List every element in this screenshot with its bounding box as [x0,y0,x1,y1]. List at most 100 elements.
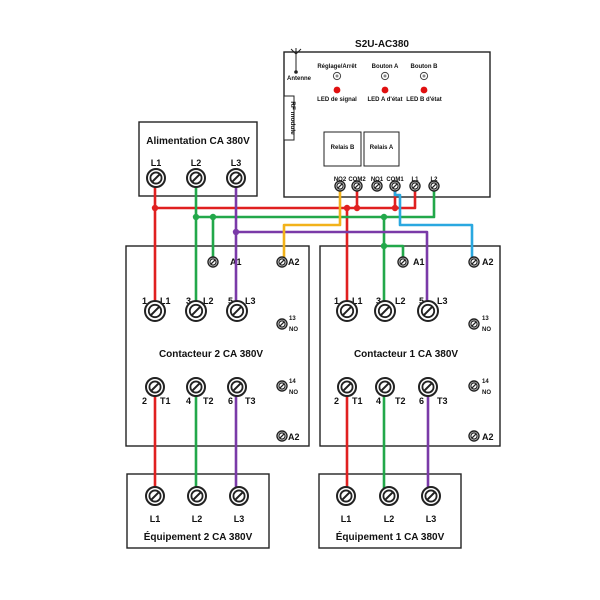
c1-out2-num: 2 [334,396,339,406]
junctions [151,204,399,250]
indicator-a: Bouton A LED A d'état [368,64,403,103]
c2-input-l2-icon[interactable] [185,300,207,322]
c1-in5-label: L3 [437,296,448,306]
module-terminal-l1-icon[interactable] [409,180,421,192]
c2-input-l1-icon[interactable] [144,300,166,322]
c1-in5-num: 5 [419,296,424,306]
c1-input-l3-icon[interactable] [417,300,439,322]
module-title: S2U-AC380 [355,39,409,50]
module-terminal-com2-icon[interactable] [351,180,363,192]
relay-a-box [363,131,400,167]
button-b-label: Bouton B [411,64,439,70]
c1-input-l1-icon[interactable] [336,300,358,322]
eq2-label-l2: L2 [192,514,203,524]
indicator-b: Bouton B LED B d'état [406,64,441,103]
c1-in1-num: 1 [334,296,339,306]
c2-in3-label: L2 [203,296,214,306]
antenna-label: Antenne [287,76,312,82]
eq2-terminal-l2-icon[interactable] [187,486,207,506]
c1-output-t1-icon[interactable] [337,377,357,397]
eq2-terminal-l3-icon[interactable] [229,486,249,506]
contactor-1-title: Contacteur 1 CA 380V [354,349,458,360]
c1-out2-label: T1 [352,396,363,406]
module-terminal-no2-icon[interactable] [334,180,346,192]
c2-aux13-num: 13 [289,316,296,322]
c2-output-t2-icon[interactable] [186,377,206,397]
wire-no1-to-a2-contactor1 [393,184,474,262]
terminal-label-l1: L1 [411,177,419,183]
wire-l2-supply-to-module [194,176,436,219]
eq1-terminal-l2-icon[interactable] [379,486,399,506]
relay-a-label: Relais A [370,145,394,151]
c1-aux13-num: 13 [482,316,489,322]
c2-in5-label: L3 [245,296,256,306]
c2-out2-num: 2 [142,396,147,406]
c1-aux14-label: NO [482,390,491,396]
eq1-label-l3: L3 [426,514,437,524]
supply-label-l2: L2 [191,158,202,168]
indicator-setting: Réglage/Arrêt LED de signal [317,64,357,103]
c2-output-t3-icon[interactable] [227,377,247,397]
module-terminal-l2-icon[interactable] [428,180,440,192]
c2-in3-num: 3 [186,296,191,306]
eq2-label-l1: L1 [150,514,161,524]
wire-no2-to-a2-contactor2 [282,184,342,262]
setting-button-icon[interactable] [332,71,342,81]
c2-out6-label: T3 [245,396,256,406]
terminal-label-l2: L2 [430,177,438,183]
c1-out4-label: T2 [395,396,406,406]
c1-a2-label: A2 [482,257,494,267]
c2-in5-num: 5 [228,296,233,306]
c1-out6-label: T3 [437,396,448,406]
terminals [144,168,480,506]
c1-output-t2-icon[interactable] [375,377,395,397]
c2-input-l3-icon[interactable] [226,300,248,322]
c1-a1-label: A1 [413,257,425,267]
supply-title: Alimentation CA 380V [146,136,250,147]
c2-a2-bottom-terminal-icon[interactable] [276,430,288,442]
c1-in3-num: 3 [376,296,381,306]
junction-dot [209,213,217,221]
antenna-icon [290,48,302,74]
supply-terminal-l1-icon[interactable] [146,168,166,188]
supply-label-l1: L1 [151,158,162,168]
led-a-label: LED A d'état [368,97,403,103]
c2-in1-label: L1 [160,296,171,306]
equipment-2-title: Équipement 2 CA 380V [144,530,253,543]
rf-label-box [283,95,295,141]
led-a-icon [381,86,389,94]
equipment-2: L1 L2 L3 Équipement 2 CA 380V [126,473,270,549]
c1-out4-num: 4 [376,396,381,406]
wire-l3-to-contactor1 [234,230,429,314]
c1-aux13-terminal-icon[interactable] [468,318,480,330]
button-a-icon[interactable] [380,71,390,81]
rf-label: RF module [289,101,296,135]
c2-aux13-terminal-icon[interactable] [276,318,288,330]
module-terminal-com1-icon[interactable] [389,180,401,192]
c2-output-t1-icon[interactable] [145,377,165,397]
button-b-icon[interactable] [419,71,429,81]
module-terminal-no1-icon[interactable] [371,180,383,192]
supply-terminal-l2-icon[interactable] [186,168,206,188]
c1-a1-terminal-icon[interactable] [397,256,409,268]
c1-a2-terminal-icon[interactable] [468,256,480,268]
c1-input-l2-icon[interactable] [374,300,396,322]
equipment-1-title: Équipement 1 CA 380V [336,530,445,543]
c2-a2-terminal-icon[interactable] [276,256,288,268]
junction-dot [391,204,399,212]
c2-aux13-label: NO [289,327,298,333]
c2-a1-terminal-icon[interactable] [207,256,219,268]
c1-a2-bottom-label: A2 [482,432,494,442]
eq1-label-l2: L2 [384,514,395,524]
eq1-terminal-l1-icon[interactable] [336,486,356,506]
c1-aux14-terminal-icon[interactable] [468,380,480,392]
led-b-label: LED B d'état [406,97,441,103]
eq2-terminal-l1-icon[interactable] [145,486,165,506]
c1-a2-bottom-terminal-icon[interactable] [468,430,480,442]
junction-dot [192,213,200,221]
c1-output-t3-icon[interactable] [418,377,438,397]
c1-in1-label: L1 [352,296,363,306]
eq1-terminal-l3-icon[interactable] [421,486,441,506]
supply-terminal-l3-icon[interactable] [226,168,246,188]
c2-aux14-terminal-icon[interactable] [276,380,288,392]
